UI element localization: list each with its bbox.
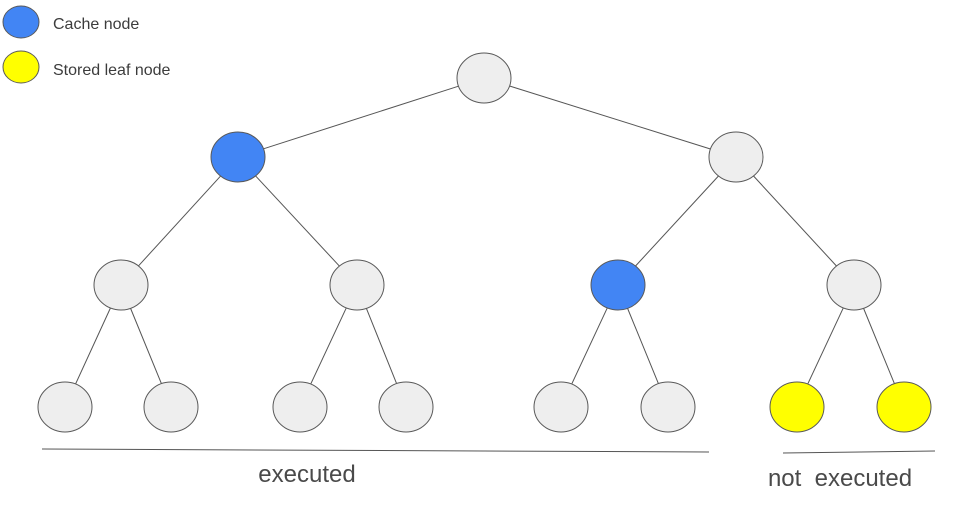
tree-node-plain-d2-0 <box>93 259 149 311</box>
executed-label: executed <box>258 461 355 488</box>
tree-edge <box>753 175 837 267</box>
tree-node-plain-d3-4 <box>533 381 589 433</box>
legend-stored-swatch <box>2 50 40 84</box>
tree-edge <box>130 308 162 384</box>
not-executed-label: not executed <box>768 465 912 492</box>
legend-cache-label: Cache node <box>53 16 139 33</box>
tree-node-cache-d2-2 <box>590 259 646 311</box>
tree-edge <box>863 308 895 384</box>
tree-node-cache-d1-0 <box>210 131 266 183</box>
tree-node-plain-d2-1 <box>329 259 385 311</box>
legend-stored-label: Stored leaf node <box>53 62 171 79</box>
tree-node-stored-leaf-d3-6 <box>769 381 825 433</box>
tree-node-plain-d3-2 <box>272 381 328 433</box>
tree-edge <box>571 307 608 385</box>
tree-edge <box>627 308 659 384</box>
tree-edge <box>263 85 459 150</box>
tree-node-plain-d1-1 <box>708 131 764 183</box>
tree-edge <box>255 175 340 267</box>
tree-node-plain-d3-5 <box>640 381 696 433</box>
tree-edge <box>75 307 111 385</box>
tree-node-plain-d3-1 <box>143 381 199 433</box>
executed-group-line <box>41 448 710 453</box>
tree-nodes <box>37 52 932 433</box>
legend: Cache node Stored leaf node <box>2 5 171 84</box>
tree-node-plain-d3-3 <box>378 381 434 433</box>
tree-edge <box>807 307 844 385</box>
tree-node-plain-d0-0 <box>456 52 512 104</box>
tree-node-stored-leaf-d3-7 <box>876 381 932 433</box>
tree-edges <box>75 85 895 385</box>
tree-edge <box>365 308 398 384</box>
tree-edge <box>509 85 711 150</box>
tree-edge <box>138 175 221 267</box>
tree-node-plain-d2-3 <box>826 259 882 311</box>
tree-edge <box>635 175 719 267</box>
tree-edge <box>310 307 347 385</box>
legend-cache-swatch <box>2 5 40 39</box>
not-executed-group-line <box>782 450 936 454</box>
tree-node-plain-d3-0 <box>37 381 93 433</box>
